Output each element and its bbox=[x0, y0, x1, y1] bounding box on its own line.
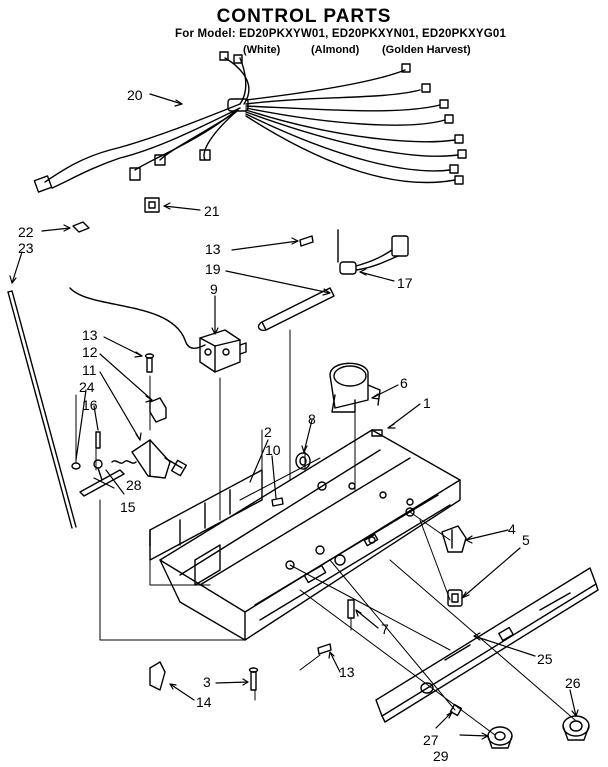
callout-11: 11 bbox=[82, 362, 97, 378]
callout-20: 20 bbox=[127, 87, 143, 103]
damper-part-11 bbox=[131, 439, 188, 479]
callout-10: 10 bbox=[265, 442, 281, 458]
callout-9: 9 bbox=[210, 281, 218, 297]
light-part-19 bbox=[257, 287, 335, 332]
control-panel-part-25 bbox=[375, 567, 599, 723]
knob-part-27 bbox=[487, 726, 513, 749]
switch-part-4 bbox=[441, 525, 467, 553]
callout-19: 19 bbox=[205, 261, 221, 277]
callout-13-b: 13 bbox=[82, 327, 98, 343]
callout-2: 2 bbox=[264, 424, 272, 440]
callout-3: 3 bbox=[203, 674, 211, 690]
screw-part-10 bbox=[271, 497, 284, 507]
callout-28: 27 bbox=[423, 732, 439, 748]
callout-4: 4 bbox=[508, 521, 516, 537]
leader-lines bbox=[9, 93, 579, 740]
capillary-tube bbox=[69, 287, 206, 349]
callout-7: 7 bbox=[381, 621, 389, 637]
callout-23: 23 bbox=[18, 240, 34, 256]
screw-part-13-top bbox=[299, 235, 314, 247]
callout-14: 14 bbox=[196, 694, 212, 710]
assembly-guide-lines bbox=[75, 329, 576, 736]
callout-13-a: 13 bbox=[205, 241, 221, 257]
clip-part-21 bbox=[144, 197, 160, 213]
switch-part-9 bbox=[199, 329, 247, 373]
connector-part-17 bbox=[337, 229, 409, 275]
screw-part-13-bottom bbox=[317, 643, 332, 655]
rod-part-23 bbox=[7, 290, 77, 529]
control-housing-part-1 bbox=[159, 429, 461, 641]
callout-6: 6 bbox=[400, 375, 408, 391]
callout-17: 17 bbox=[397, 275, 413, 291]
wire-harness-part bbox=[33, 51, 467, 193]
callout-16: 16 bbox=[82, 397, 98, 413]
insert-part-28 bbox=[449, 703, 463, 717]
diagram-title: CONTROL PARTS bbox=[216, 6, 392, 27]
callout-1: 1 bbox=[423, 395, 431, 411]
callout-26: 26 bbox=[565, 675, 581, 691]
screw-part-16 bbox=[95, 431, 101, 449]
washer-part-24 bbox=[71, 462, 81, 470]
variant-white: (White) bbox=[243, 44, 281, 56]
clip-part-12 bbox=[149, 397, 167, 423]
callout-13-c: 13 bbox=[339, 664, 355, 680]
variant-golden-harvest: (Golden Harvest) bbox=[382, 44, 471, 56]
callout-8: 8 bbox=[308, 411, 316, 427]
clip-part-14 bbox=[149, 661, 166, 691]
callout-25: 25 bbox=[537, 651, 553, 667]
model-numbers: For Model: ED20PKXYW01, ED20PKXYN01, ED2… bbox=[175, 28, 507, 40]
variant-almond: (Almond) bbox=[311, 44, 360, 56]
knob-part-26 bbox=[562, 715, 590, 741]
callout-15: 15 bbox=[120, 499, 136, 515]
bracket-part-2 bbox=[149, 469, 263, 586]
callout-labels: 20 21 22 23 13 19 17 9 13 12 11 24 16 6 … bbox=[18, 87, 581, 764]
callout-5: 5 bbox=[522, 532, 530, 548]
arm-part-15 bbox=[79, 459, 125, 497]
screw-part-13-left bbox=[144, 353, 155, 373]
thermostat-part-6 bbox=[329, 362, 381, 413]
callout-27: 29 bbox=[433, 748, 449, 764]
screw-part-7 bbox=[347, 599, 355, 619]
callout-12: 12 bbox=[82, 344, 98, 360]
callout-29: 28 bbox=[126, 477, 142, 493]
callout-21: 21 bbox=[204, 203, 220, 219]
callout-22: 22 bbox=[18, 224, 34, 240]
knob-part-8 bbox=[295, 452, 311, 470]
callout-24: 24 bbox=[79, 379, 95, 395]
switch-part-5 bbox=[447, 589, 463, 607]
spring-part-29 bbox=[111, 460, 137, 464]
clip-part-22 bbox=[72, 221, 90, 233]
screw-part-3 bbox=[248, 667, 259, 691]
